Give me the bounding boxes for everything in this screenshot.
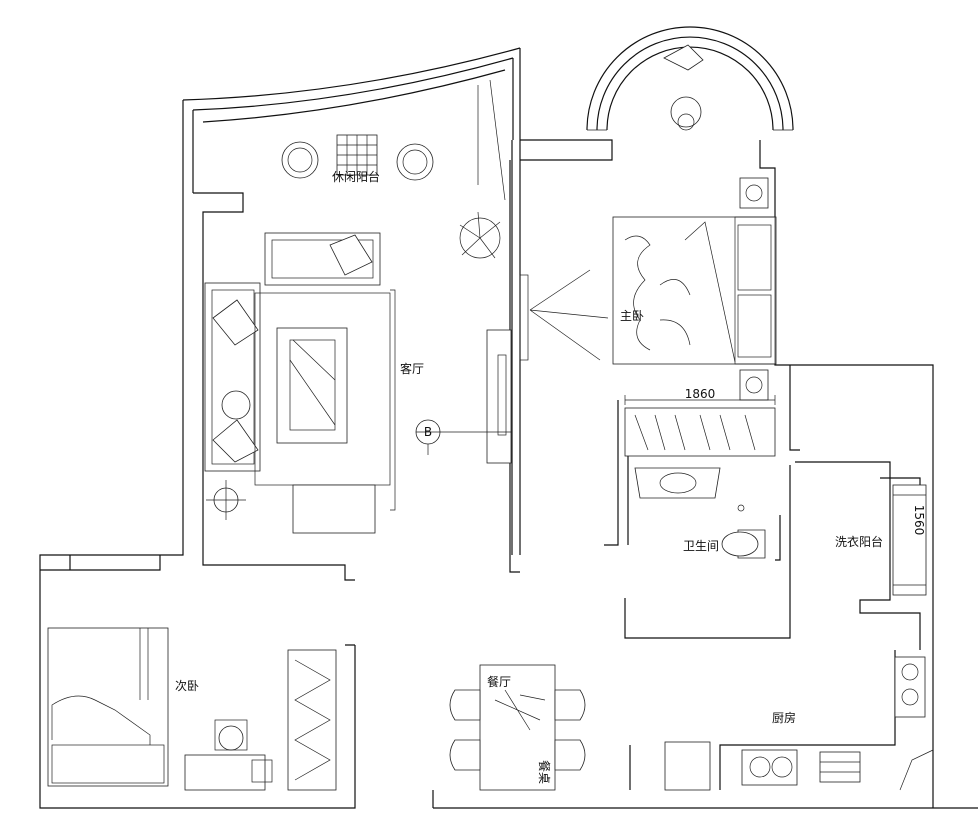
laundry-fixtures: 1560 xyxy=(892,484,927,596)
balcony-furniture xyxy=(281,79,506,201)
label-dining-room: 餐厅 xyxy=(487,674,511,689)
label-master-bedroom: 主卧 xyxy=(620,309,644,323)
bay-window xyxy=(586,26,794,131)
second-bedroom-furniture xyxy=(47,627,337,791)
bathroom-fixtures xyxy=(634,467,766,559)
bedroom-furniture: 1860 xyxy=(612,177,777,457)
outer-walls xyxy=(39,47,978,809)
svg-text:B: B xyxy=(424,425,432,439)
label-living-room: 客厅 xyxy=(400,361,424,376)
living-room-furniture: B xyxy=(204,211,609,534)
label-second-bedroom: 次卧 xyxy=(175,679,199,693)
label-kitchen: 厨房 xyxy=(772,710,796,725)
kitchen-fixtures xyxy=(664,656,934,791)
laundry-dimension: 1560 xyxy=(912,505,926,536)
label-laundry-balcony: 洗衣阳台 xyxy=(835,534,883,549)
dining-table-tag: 餐桌 xyxy=(537,760,552,784)
plant-icon xyxy=(459,211,501,259)
section-marker-b: B xyxy=(415,419,512,455)
wardrobe-dimension: 1860 xyxy=(685,387,716,401)
label-leisure-balcony: 休闲阳台 xyxy=(332,169,380,184)
label-bathroom: 卫生间 xyxy=(683,539,719,553)
dining-furniture: 餐桌 xyxy=(449,664,586,791)
